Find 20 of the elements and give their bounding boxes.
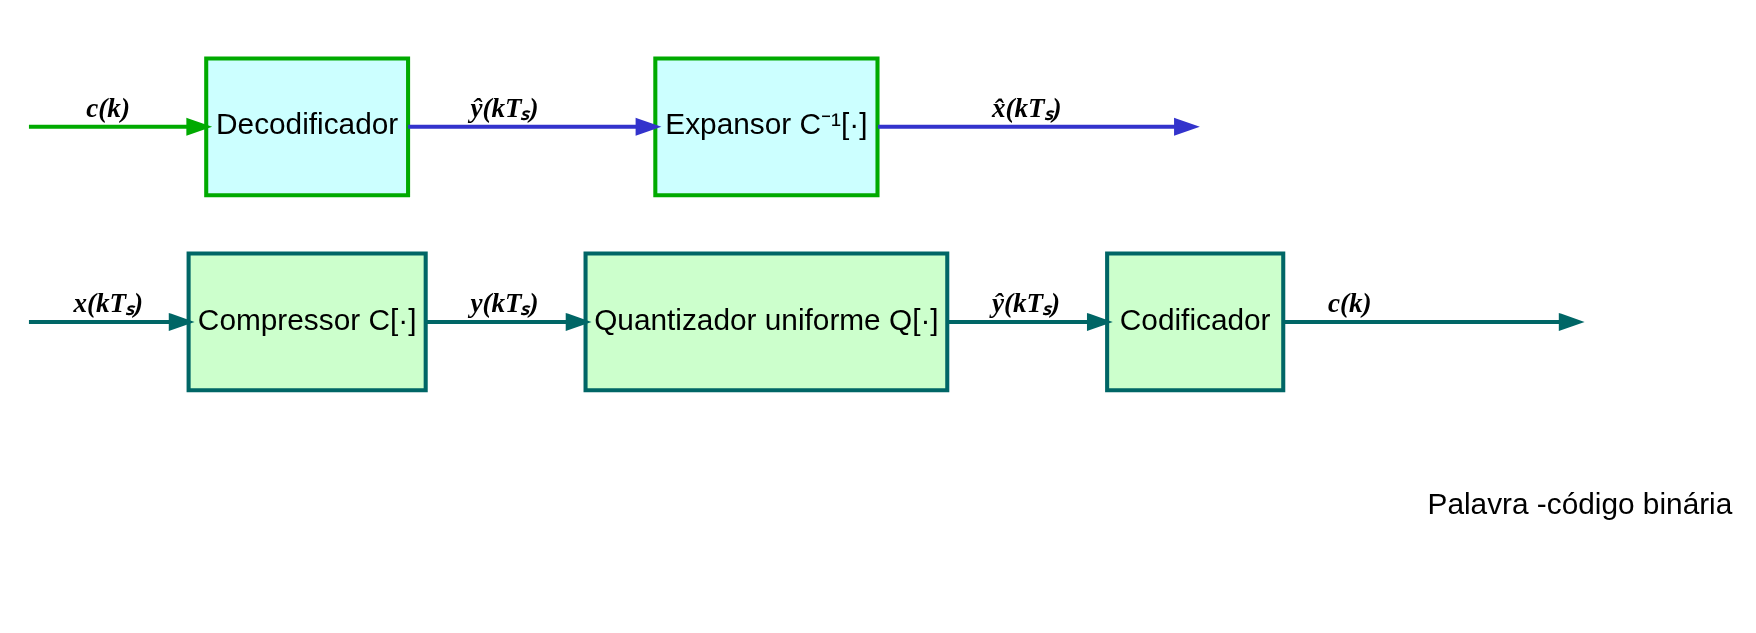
arrow (947, 312, 1113, 331)
edge-label: c(k) (1327, 288, 1372, 319)
node-box: Expansor C⁻¹[·] (653, 56, 880, 198)
arrow (408, 117, 662, 136)
arrow (1283, 312, 1585, 331)
arrow (28, 312, 195, 331)
node-box: Codificador (1105, 251, 1286, 393)
edge-label: x̂(kTₛ) (991, 93, 1062, 124)
node-box: Quantizador uniforme Q[·] (583, 251, 950, 393)
arrow (28, 117, 213, 136)
edge-label: y(kTₛ) (470, 288, 539, 319)
label: Palavra -código binária (1427, 486, 1733, 520)
edge-label: c(k) (86, 93, 130, 124)
edge-label: ŷ(kTₛ) (470, 93, 539, 124)
node-box: Decodificador (204, 56, 411, 198)
edge-label: x(kTₛ) (73, 288, 144, 319)
arrow (878, 117, 1200, 136)
node-box: Compressor C[·] (186, 251, 428, 393)
edge-label: ŷ(kTₛ) (991, 288, 1061, 319)
arrow (426, 312, 592, 331)
